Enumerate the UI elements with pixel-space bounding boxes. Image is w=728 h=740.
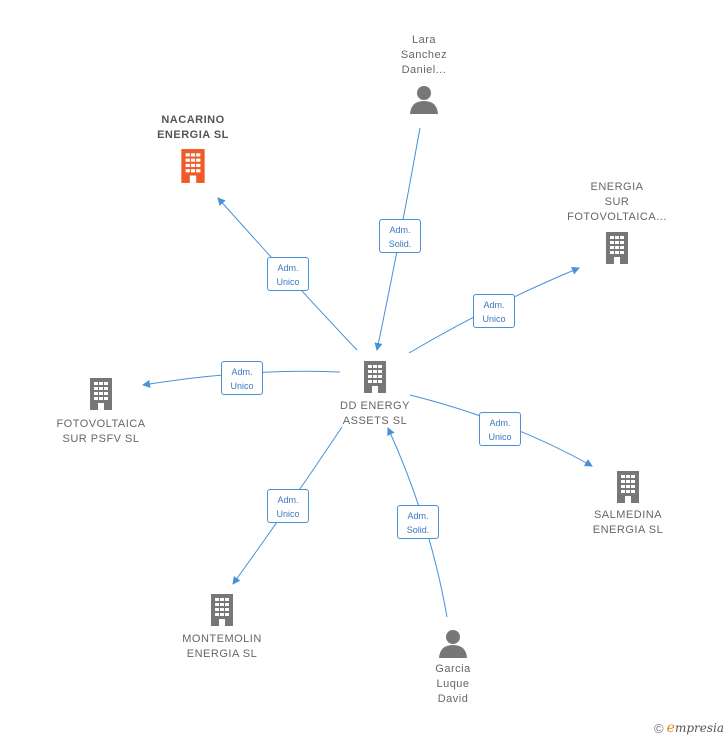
building-icon [617, 471, 639, 503]
person-icon [410, 86, 438, 114]
edge-label-type: Unico [482, 314, 506, 324]
edge-label-role: Adm. [231, 367, 253, 377]
edge-label-role: Adm. [277, 263, 299, 273]
node-lara-sanchez-daniel[interactable]: Lara Sanchez Daniel... [359, 33, 489, 114]
node-dd-energy-assets[interactable]: DD ENERGY ASSETS SL [310, 360, 440, 429]
footer-brand: © empresia [654, 720, 724, 736]
node-salmedina-energia[interactable]: SALMEDINA ENERGIA SL [563, 470, 693, 538]
edge-label-type: Unico [276, 277, 300, 287]
edge-label-montemolin: Adm. Unico [267, 489, 309, 523]
edge-label-type: Unico [276, 509, 300, 519]
node-label: Lara Sanchez Daniel... [400, 34, 448, 76]
edge-label-role: Adm. [407, 511, 429, 521]
building-icon [211, 594, 233, 626]
edge-label-type: Unico [488, 432, 512, 442]
node-energia-sur-fotovoltaica[interactable]: ENERGIA SUR FOTOVOLTAICA... [552, 180, 682, 265]
edge-label-type: Unico [230, 381, 254, 391]
node-label: DD ENERGY ASSETS SL [340, 400, 410, 427]
node-fotovoltaica-sur-psfv[interactable]: FOTOVOLTAICA SUR PSFV SL [36, 377, 166, 447]
building-icon [181, 149, 205, 183]
edge-label-nacarino: Adm. Unico [267, 257, 309, 291]
node-label: ENERGIA SUR FOTOVOLTAICA... [567, 181, 667, 223]
node-label: SALMEDINA ENERGIA SL [592, 509, 664, 536]
logo-initial: e [666, 720, 675, 736]
node-label: FOTOVOLTAICA SUR PSFV SL [56, 418, 146, 445]
person-icon [439, 630, 467, 658]
edge-label-role: Adm. [483, 300, 505, 310]
node-label: NACARINO ENERGIA SL [157, 114, 229, 141]
edge-label-garcia: Adm. Solid. [397, 505, 439, 539]
edge-label-energia-sur: Adm. Unico [473, 294, 515, 328]
building-icon [364, 361, 386, 393]
node-nacarino-energia[interactable]: NACARINO ENERGIA SL [128, 113, 258, 184]
edge-label-salmedina: Adm. Unico [479, 412, 521, 446]
edge-label-lara: Adm. Solid. [379, 219, 421, 253]
edge-label-type: Solid. [406, 525, 430, 535]
edge-label-type: Solid. [388, 239, 412, 249]
building-icon [606, 232, 628, 264]
edge-label-role: Adm. [489, 418, 511, 428]
edge-label-role: Adm. [389, 225, 411, 235]
node-garcia-luque-david[interactable]: Garcia Luque David [388, 628, 518, 707]
empresia-logo: empresia [667, 720, 724, 736]
node-label: Garcia Luque David [435, 663, 471, 705]
edge-label-role: Adm. [277, 495, 299, 505]
node-label: MONTEMOLIN ENERGIA SL [182, 633, 262, 660]
node-montemolin-energia[interactable]: MONTEMOLIN ENERGIA SL [157, 593, 287, 662]
building-icon [90, 378, 112, 410]
edge-label-fotovoltaica: Adm. Unico [221, 361, 263, 395]
logo-text: mpresia [674, 721, 724, 735]
copyright-symbol: © [654, 720, 664, 736]
